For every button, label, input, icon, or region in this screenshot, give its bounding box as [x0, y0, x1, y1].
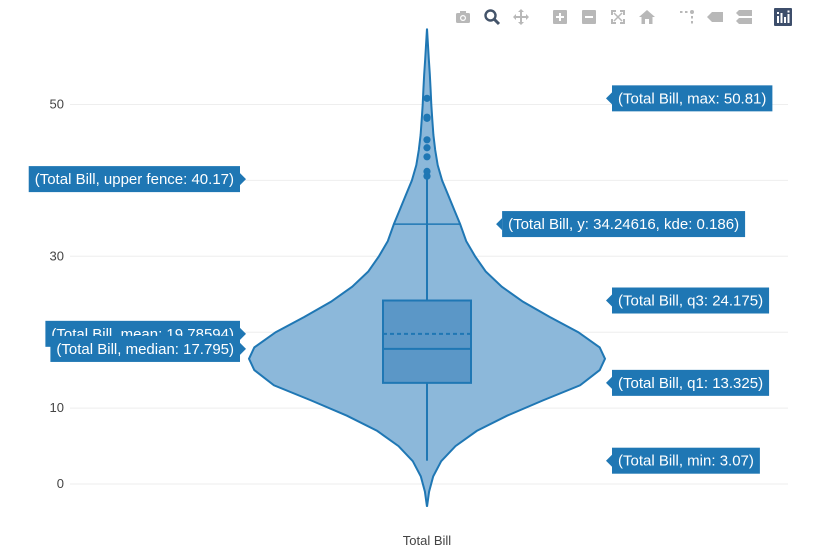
tooltip-median: (Total Bill, median: 17.795) — [50, 335, 246, 362]
y-axis-ticks: 0 10 30 50 — [50, 97, 64, 492]
tooltip-arrow — [240, 342, 246, 355]
tooltip-text: (Total Bill, q3: 24.175) — [618, 293, 763, 310]
tooltip-arrow — [606, 294, 612, 307]
zoom-out-button[interactable] — [577, 6, 601, 28]
camera-button[interactable] — [451, 6, 475, 28]
zoom-in-icon — [553, 10, 567, 24]
tooltip-kde: (Total Bill, y: 34.24616, kde: 0.186) — [496, 211, 746, 238]
tooltip-box — [612, 369, 770, 396]
zoom-in-button[interactable] — [548, 6, 572, 28]
tooltip-text: (Total Bill, min: 3.07) — [618, 453, 754, 470]
pan-icon — [513, 9, 529, 25]
outlier-point[interactable] — [423, 153, 431, 161]
outlier-point[interactable] — [423, 144, 431, 152]
tooltip-box — [28, 166, 240, 193]
zoom-icon — [484, 9, 501, 26]
tooltip-q1: (Total Bill, q1: 13.325) — [606, 369, 770, 396]
tooltip-upper-fence: (Total Bill, upper fence: 40.17) — [28, 166, 246, 193]
outlier-point[interactable] — [423, 167, 431, 175]
tooltip-q3: (Total Bill, q3: 24.175) — [606, 287, 770, 314]
tooltip-box — [50, 335, 240, 362]
camera-icon — [456, 11, 470, 23]
tooltip-min: (Total Bill, min: 3.07) — [606, 447, 760, 474]
tooltip-arrow — [496, 218, 503, 231]
plotly-logo-icon — [774, 8, 792, 26]
tooltip-arrow — [606, 454, 612, 467]
outlier-point[interactable] — [423, 94, 431, 102]
tooltip-box — [502, 211, 746, 238]
box-layer[interactable] — [382, 179, 472, 461]
hover-closest-icon — [707, 12, 723, 22]
tooltip-text: (Total Bill, y: 34.24616, kde: 0.186) — [508, 216, 739, 233]
y-tick-label: 30 — [50, 248, 64, 263]
y-tick-label: 0 — [57, 476, 64, 491]
zoom-out-icon — [582, 10, 596, 24]
tooltip-box — [612, 447, 760, 474]
tooltip-text: (Total Bill, median: 17.795) — [56, 341, 234, 358]
hover-closest-button[interactable] — [703, 6, 727, 28]
y-tick-label: 50 — [50, 97, 64, 112]
outlier-layer[interactable] — [423, 94, 431, 180]
home-button[interactable] — [635, 6, 659, 28]
tooltip-arrow — [606, 376, 612, 389]
x-tick-label: Total Bill — [403, 533, 452, 548]
plotly-logo-button[interactable] — [771, 6, 795, 28]
home-icon — [639, 10, 655, 24]
outlier-point[interactable] — [423, 113, 431, 121]
tooltip-max: (Total Bill, max: 50.81) — [606, 85, 773, 112]
tooltip-text: (Total Bill, q1: 13.325) — [618, 375, 763, 392]
spikelines-icon — [680, 10, 694, 24]
tooltip-text: (Total Bill, upper fence: 40.17) — [35, 171, 234, 188]
hover-compare-button[interactable] — [732, 6, 756, 28]
outlier-point[interactable] — [423, 136, 431, 144]
spikelines-button[interactable] — [674, 6, 698, 28]
iqr-box[interactable] — [382, 299, 472, 384]
autoscale-icon — [611, 10, 625, 24]
autoscale-button[interactable] — [606, 6, 630, 28]
tooltip-text: (Total Bill, max: 50.81) — [618, 90, 766, 107]
y-tick-label: 10 — [50, 400, 64, 415]
hover-compare-icon — [736, 10, 752, 24]
tooltip-arrow — [606, 92, 612, 105]
tooltip-box — [612, 287, 770, 314]
zoom-button[interactable] — [480, 6, 504, 28]
tooltip-arrow — [240, 327, 246, 340]
tooltip-arrow — [240, 173, 246, 186]
tooltip-box — [612, 85, 773, 112]
tooltip-layer: (Total Bill, max: 50.81) (Total Bill, upp… — [28, 85, 773, 474]
pan-button[interactable] — [509, 6, 533, 28]
modebar — [446, 6, 795, 28]
